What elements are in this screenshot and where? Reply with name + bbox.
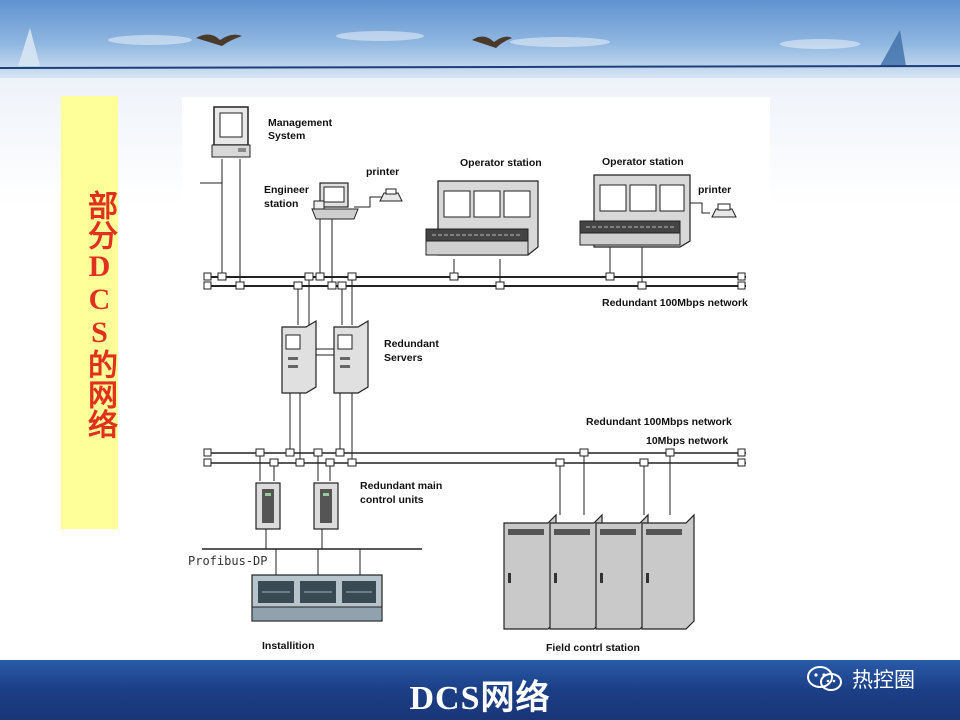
label-management: Management xyxy=(268,117,333,129)
field-cabinet-icon xyxy=(503,513,557,630)
footer-title: DCS网络 xyxy=(409,680,551,717)
label-10mbps-network: 10Mbps network xyxy=(646,435,728,447)
side-title: 部分DCS的网络 xyxy=(83,189,116,439)
label-servers: Servers xyxy=(384,352,423,364)
management-pc-icon xyxy=(211,106,251,158)
operator-console-icon xyxy=(579,174,691,248)
field-cabinet-icon xyxy=(641,513,695,630)
diagram-canvas: Management System Engineer station print… xyxy=(188,106,748,654)
wechat-icon xyxy=(807,666,842,691)
watermark-text: 热控圈 xyxy=(852,668,915,692)
control-unit-icon xyxy=(255,482,281,530)
statue-icon xyxy=(880,30,906,66)
server-icon xyxy=(281,319,317,394)
sail-icon xyxy=(18,28,40,66)
control-unit-icon xyxy=(313,482,339,530)
engineer-station-icon xyxy=(311,182,359,220)
field-cabinet-icon xyxy=(595,513,649,630)
operator-console-icon xyxy=(425,180,539,256)
label-redundant-main: Redundant main xyxy=(360,480,442,492)
printer-icon xyxy=(711,203,737,218)
bird-icon xyxy=(472,36,512,48)
label-redundant-network-upper: Redundant 100Mbps network xyxy=(602,297,748,309)
label-profibus: Profibus-DP xyxy=(188,554,267,568)
label-management-system: System xyxy=(268,130,305,142)
side-title-box: 部分DCS的网络 xyxy=(61,96,118,529)
label-operator-station-2: Operator station xyxy=(602,156,684,168)
label-printer-left: printer xyxy=(366,166,399,178)
label-redundant: Redundant xyxy=(384,338,439,350)
printer-icon xyxy=(379,188,403,202)
header-decoration xyxy=(0,28,960,69)
dcs-network-diagram: Management System Engineer station print… xyxy=(182,97,770,659)
label-engineer: Engineer xyxy=(264,184,309,196)
installation-rack-icon xyxy=(251,574,383,622)
bird-icon xyxy=(196,34,242,46)
label-field-control-station: Field contrl station xyxy=(546,642,640,654)
label-printer-right: printer xyxy=(698,184,731,196)
label-redundant-network-lower: Redundant 100Mbps network xyxy=(586,416,732,428)
label-operator-station-1: Operator station xyxy=(460,157,542,169)
field-cabinet-icon xyxy=(549,513,603,630)
footer-band xyxy=(0,660,960,720)
watermark: 热控圈 xyxy=(806,664,946,694)
server-icon xyxy=(333,319,369,394)
label-engineer-station: station xyxy=(264,198,298,210)
label-installation: Installition xyxy=(262,640,315,652)
label-control-units: control units xyxy=(360,494,424,506)
header-banner xyxy=(0,0,960,78)
